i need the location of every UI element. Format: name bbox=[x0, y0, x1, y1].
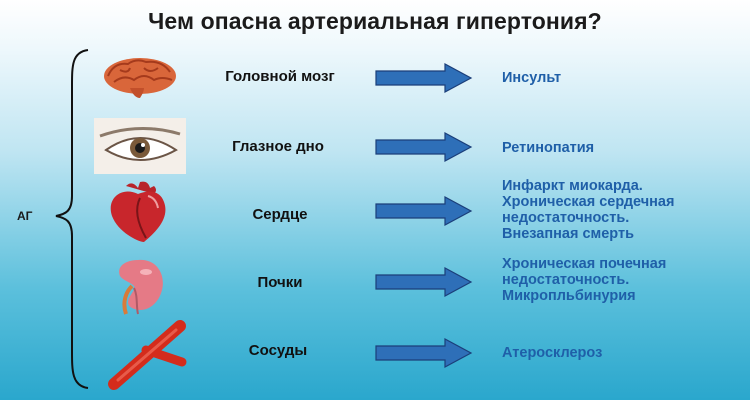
outcome-eye: Ретинопатия bbox=[502, 140, 594, 156]
brain-icon bbox=[104, 58, 176, 98]
outcome-line: недостаточность. bbox=[502, 210, 630, 226]
organ-label-heart: Сердце bbox=[252, 206, 308, 223]
organ-label-vessels: Сосуды bbox=[248, 342, 308, 359]
outcome-line: Внезапная смерть bbox=[502, 226, 634, 242]
eye-icon bbox=[94, 118, 186, 174]
kidney-icon bbox=[119, 259, 163, 315]
outcome-vessels: Атеросклероз bbox=[502, 345, 602, 361]
arrow-eye bbox=[375, 132, 473, 162]
group-label: АГ bbox=[17, 209, 33, 223]
organ-label-eye: Глазное дно bbox=[232, 138, 324, 155]
outcome-line: Инсульт bbox=[502, 70, 562, 86]
arrow-kidney bbox=[375, 267, 473, 297]
vessel-icon bbox=[108, 320, 187, 390]
left-brace bbox=[55, 49, 89, 389]
outcome-line: недостаточность. bbox=[502, 272, 630, 288]
outcome-kidney: Хроническая почечная недостаточность. Ми… bbox=[502, 256, 666, 304]
organ-label-kidney: Почки bbox=[257, 274, 303, 291]
organ-label-brain: Головной мозг bbox=[225, 68, 335, 85]
outcome-line: Атеросклероз bbox=[502, 345, 603, 361]
outcome-line: Микропльбинурия bbox=[502, 288, 636, 304]
outcome-line: Ретинопатия bbox=[502, 140, 595, 156]
outcome-line: Хроническая почечная bbox=[502, 256, 667, 272]
outcome-line: Инфаркт миокарда. bbox=[502, 178, 643, 194]
arrow-vessels bbox=[375, 338, 473, 368]
outcome-brain: Инсульт bbox=[502, 70, 561, 86]
arrow-brain bbox=[375, 63, 473, 93]
page-title: Чем опасна артериальная гипертония? bbox=[148, 8, 602, 34]
outcome-heart: Инфаркт миокарда. Хроническая сердечная … bbox=[502, 178, 674, 242]
outcome-line: Хроническая сердечная bbox=[502, 194, 675, 210]
arrow-heart bbox=[375, 196, 473, 226]
heart-icon bbox=[110, 181, 166, 242]
